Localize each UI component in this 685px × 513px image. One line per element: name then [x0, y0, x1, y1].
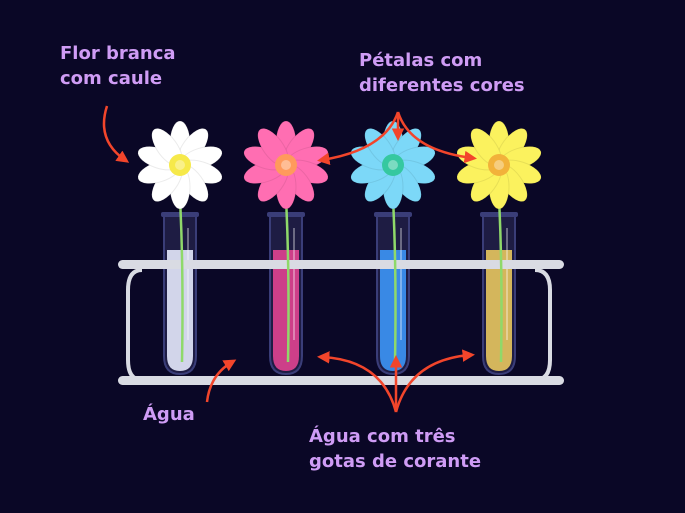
label-white-flower-line-2: com caule: [60, 68, 163, 89]
flower-4: [456, 120, 542, 363]
arrow-dye-right: [394, 349, 475, 413]
rack-frame-right: [534, 268, 552, 382]
tube-glass: [163, 214, 197, 376]
label-dyed-water-line-1: Água com três: [309, 426, 456, 447]
tube-liquid: [273, 250, 299, 371]
rack-frame: [126, 268, 143, 382]
label-water-text: Água: [143, 404, 195, 425]
label-petals-line-1: Pétalas com: [359, 50, 483, 71]
flower-center-dot: [281, 160, 291, 170]
label-petals: Pétalas com diferentes cores: [359, 48, 525, 98]
arrow-white-flower: [102, 105, 130, 163]
flower-center: [275, 154, 297, 176]
label-dyed-water: Água com três gotas de corante: [309, 424, 481, 474]
rack-top-bar: [118, 260, 564, 269]
label-water: Água: [143, 402, 195, 427]
label-white-flower: Flor branca com caule: [60, 41, 176, 91]
tube-1: [161, 212, 199, 376]
label-petals-line-2: diferentes cores: [359, 75, 525, 96]
flower-center-dot: [175, 160, 185, 170]
flower-2: [243, 120, 329, 363]
flower-center-dot: [388, 160, 398, 170]
tube-glass: [376, 214, 410, 376]
label-white-flower-line-1: Flor branca: [60, 43, 176, 64]
flower-center: [382, 154, 404, 176]
tube-4: [480, 212, 518, 376]
arrow-petals-right: [396, 111, 477, 164]
rack-bottom-bar: [118, 376, 564, 385]
flower-center: [169, 154, 191, 176]
tube-liquid: [167, 250, 193, 371]
tube-3: [374, 212, 412, 376]
tube-liquid: [380, 250, 406, 371]
tube-glass: [482, 214, 516, 376]
arrow-dye-left: [317, 351, 398, 413]
flower-1: [137, 120, 223, 363]
flowers: [137, 120, 542, 363]
test-tubes: [161, 212, 518, 376]
flower-center: [488, 154, 510, 176]
label-dyed-water-line-2: gotas de corante: [309, 451, 482, 472]
tube-glass: [269, 214, 303, 376]
arrow-petals-left: [317, 111, 400, 165]
flower-center-dot: [494, 160, 504, 170]
tube-2: [267, 212, 305, 376]
flower-3: [350, 120, 436, 363]
tube-liquid: [486, 250, 512, 371]
arrow-water: [205, 359, 237, 403]
